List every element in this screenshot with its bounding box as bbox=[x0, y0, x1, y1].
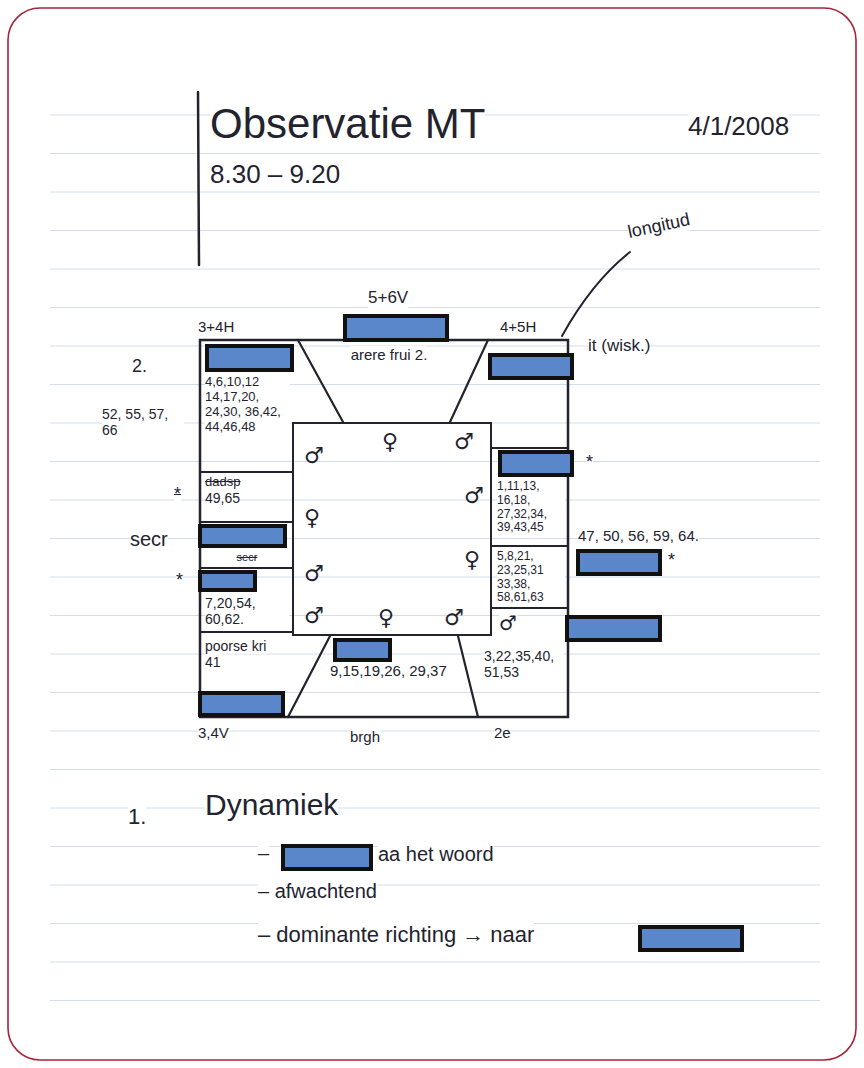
redaction-box bbox=[207, 346, 292, 370]
seat-numbers: 9,15,19,26, 29,37 bbox=[330, 662, 447, 679]
seat-numbers: dadsp bbox=[205, 475, 240, 490]
redactions bbox=[200, 316, 742, 950]
seat-zone: 9,15,19,26, 29,37 bbox=[330, 662, 455, 710]
group-label: 3+4H bbox=[198, 318, 234, 335]
redaction-box bbox=[567, 617, 660, 640]
redaction-box bbox=[283, 846, 371, 869]
gender-symbol: ♂ bbox=[499, 612, 517, 635]
seat-numbers: 1,11,13, 16,18, 27,32,34, 39,43,45 bbox=[497, 480, 565, 535]
list-number: 1. bbox=[128, 804, 146, 829]
gender-symbol: ♂ bbox=[444, 606, 464, 630]
group-label: 5+6V bbox=[368, 288, 408, 308]
group-label: 2e bbox=[494, 724, 511, 741]
seat-numbers: 3,22,35,40, 51,53 bbox=[484, 648, 564, 680]
gender-symbol: ♀ bbox=[464, 548, 480, 572]
redaction-box bbox=[200, 693, 283, 715]
seat-numbers: 4,6,10,12 14,17,20, 24,30, 36,42, 44,46,… bbox=[205, 375, 290, 435]
seat-numbers: 5,8,21, 23,25,31 33,38, 58,61,63 bbox=[497, 550, 565, 605]
star-mark: * bbox=[176, 570, 183, 591]
star-mark: * bbox=[586, 452, 593, 473]
gender-symbol: ♂ bbox=[304, 604, 324, 628]
redaction-box bbox=[335, 640, 390, 660]
redaction-box bbox=[640, 927, 742, 950]
time-note: 8.30 – 9.20 bbox=[210, 160, 340, 190]
redaction-box bbox=[200, 526, 285, 546]
gender-symbol: ♂ bbox=[454, 430, 474, 454]
seat-zone: arere frui 2. bbox=[324, 346, 454, 386]
seat-zone: secr bbox=[205, 551, 289, 566]
redaction-box bbox=[490, 355, 572, 378]
seat-zone: 3,22,35,40, 51,53 bbox=[484, 648, 564, 708]
group-label: brgh bbox=[350, 728, 380, 745]
page-frame bbox=[8, 8, 856, 1060]
seat-zone: 1,11,13, 16,18, 27,32,34, 39,43,45 bbox=[497, 480, 565, 544]
redaction-box bbox=[345, 316, 447, 340]
redaction-box bbox=[200, 572, 255, 590]
seat-zone: dadsp49,65 bbox=[205, 475, 289, 519]
gender-symbol: ♂ bbox=[304, 562, 324, 586]
seat-numbers: 7,20,54, 60,62. bbox=[205, 595, 289, 627]
section-heading: Dynamiek bbox=[205, 788, 338, 823]
seat-numbers: poorse kri bbox=[205, 638, 266, 654]
margin-note: secr bbox=[130, 528, 168, 551]
gender-symbol: ♀ bbox=[382, 430, 398, 454]
seat-numbers: 49,65 bbox=[205, 490, 240, 506]
redaction-box bbox=[500, 452, 572, 475]
group-label: 3,4V bbox=[198, 724, 229, 741]
gender-symbol: ♀ bbox=[304, 506, 320, 530]
list-item: aa het woord bbox=[378, 843, 494, 866]
date-note: 4/1/2008 bbox=[688, 112, 789, 142]
subject-note: it (wisk.) bbox=[588, 336, 650, 356]
room-outline bbox=[200, 340, 568, 717]
seat-zone: 5,8,21, 23,25,31 33,38, 58,61,63 bbox=[497, 550, 565, 606]
list-item: – afwachtend bbox=[258, 880, 377, 903]
redaction-box bbox=[578, 551, 660, 574]
seat-numbers: 52, 55, 57, 66 bbox=[102, 406, 184, 438]
table-block: ♂ ♀ ♂ ♂ ♀ ♀ ♂ ♂ ♀ ♂ bbox=[292, 422, 492, 636]
zone-dividers bbox=[200, 340, 568, 717]
gender-symbol: ♂ bbox=[464, 484, 484, 508]
star-mark: * bbox=[174, 484, 181, 505]
seat-zone: 7,20,54, 60,62. bbox=[205, 595, 289, 630]
margin-stroke bbox=[198, 92, 199, 265]
star-mark: * bbox=[668, 550, 675, 571]
seat-zone: poorse kri41 bbox=[205, 638, 287, 688]
ruled-lines bbox=[50, 115, 820, 1001]
leader-line bbox=[562, 252, 630, 336]
seat-zone: 4,6,10,12 14,17,20, 24,30, 36,42, 44,46,… bbox=[205, 375, 290, 469]
seat-numbers: secr bbox=[237, 551, 258, 564]
gender-symbol: ♀ bbox=[378, 606, 394, 630]
margin-note: 2. bbox=[132, 356, 147, 377]
group-label: 4+5H bbox=[500, 318, 536, 335]
seat-numbers: 47, 50, 56, 59, 64. bbox=[578, 527, 699, 544]
seat-numbers: arere frui 2. bbox=[351, 346, 428, 363]
seat-numbers: 41 bbox=[205, 654, 221, 670]
gender-symbol: ♂ bbox=[304, 444, 324, 468]
list-item: – dominante richting → naar bbox=[258, 922, 534, 947]
list-dash: – bbox=[258, 842, 269, 865]
page-title: Observatie MT bbox=[210, 100, 485, 148]
